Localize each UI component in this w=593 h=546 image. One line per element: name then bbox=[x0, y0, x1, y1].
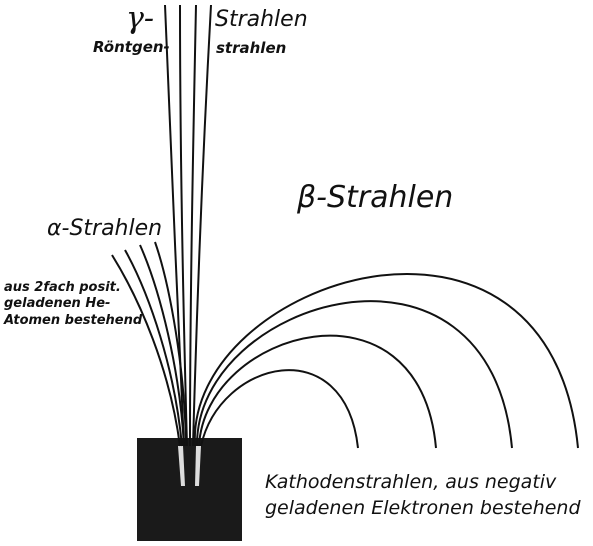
radioactive-source-block bbox=[137, 438, 242, 541]
gamma-ray bbox=[164, 4, 185, 447]
alpha-ray bbox=[154, 241, 187, 447]
roentgen-label: Röntgen- bbox=[93, 38, 170, 56]
alpha-ray bbox=[139, 244, 185, 447]
beta-rays bbox=[193, 273, 579, 449]
alpha-description: aus 2fach posit. geladenen He-Atomen bes… bbox=[4, 280, 143, 328]
roentgen-strahlen-label: strahlen bbox=[216, 39, 287, 57]
gamma-rays bbox=[164, 4, 212, 447]
gamma-ray bbox=[189, 4, 197, 447]
emission-slit bbox=[178, 446, 201, 486]
beta-heading: β-Strahlen bbox=[297, 180, 454, 215]
alpha-ray bbox=[124, 249, 183, 447]
alpha-heading: α-Strahlen bbox=[47, 216, 163, 241]
alpha-rays bbox=[111, 241, 187, 447]
beta-ray bbox=[195, 300, 513, 449]
gamma-symbol-label: γ- bbox=[126, 1, 155, 36]
alpha-ray bbox=[111, 254, 181, 447]
beta-ray bbox=[200, 369, 359, 449]
gamma-ray bbox=[192, 4, 212, 447]
beta-ray bbox=[193, 273, 579, 449]
cathode-description: Kathodenstrahlen, aus negativ geladenen … bbox=[265, 471, 581, 519]
beta-ray bbox=[198, 334, 437, 449]
gamma-ray bbox=[179, 4, 188, 447]
gamma-strahlen-label: Strahlen bbox=[215, 7, 308, 32]
